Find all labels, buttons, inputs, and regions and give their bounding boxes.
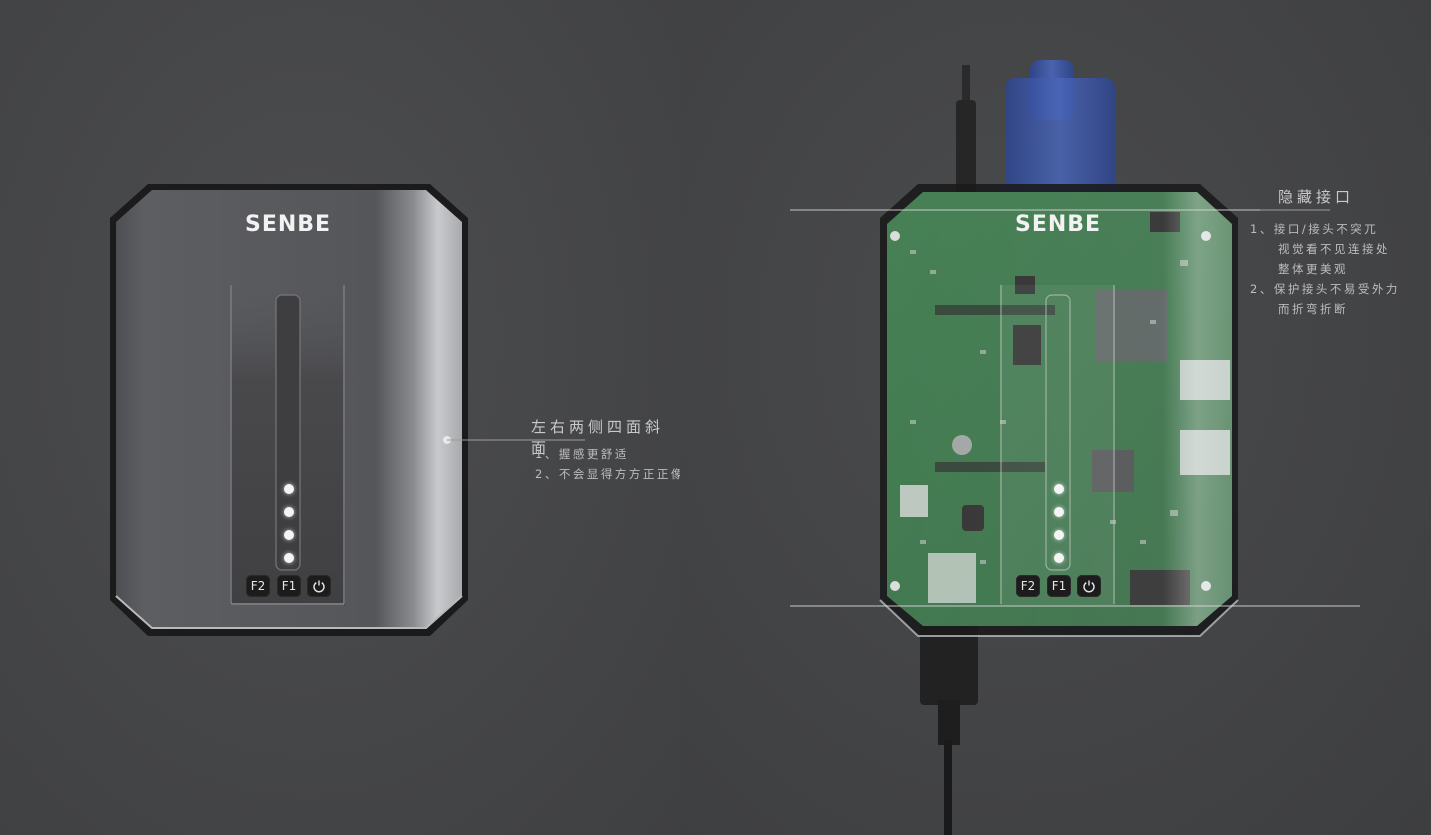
power-icon [313, 580, 325, 593]
brand-logo: SENBE [245, 212, 332, 237]
power-button[interactable] [307, 575, 331, 597]
annotation-point: 2、保护接头不易受外力 [1250, 282, 1400, 296]
device-solid [110, 184, 585, 636]
annotation-title: 左右两侧四面斜面 [531, 418, 665, 457]
f1-button[interactable]: F1 [277, 575, 301, 597]
status-led [1054, 530, 1064, 540]
f2-button[interactable]: F2 [1016, 575, 1040, 597]
f1-button[interactable]: F1 [1047, 575, 1071, 597]
status-led [284, 484, 294, 494]
annotation-title: 隐藏接口 [1278, 188, 1355, 206]
annotation-point: 而折弯折断 [1278, 302, 1348, 316]
status-led [1054, 553, 1064, 563]
device-transparent [790, 60, 1360, 835]
f2-button[interactable]: F2 [246, 575, 270, 597]
annotation-point: 整体更美观 [1278, 262, 1348, 276]
status-led [284, 553, 294, 563]
annotation-point: 1、接口/接头不突兀 [1250, 222, 1379, 236]
status-led [284, 507, 294, 517]
brand-logo: SENBE [1015, 212, 1102, 237]
power-icon [1083, 580, 1095, 593]
annotation-point: 视觉看不见连接处 [1278, 242, 1390, 256]
annotation-point: 1、握感更舒适 [535, 447, 629, 461]
status-led [1054, 484, 1064, 494]
left-panel: SENBE F2 F1 左右两侧四面斜面 1、握感更舒适 2、不会显得方方正正像… [0, 0, 766, 835]
status-led [1054, 507, 1064, 517]
right-panel: SENBE F2 F1 隐藏接口 1、接口/接头不突兀 视觉看不见连接处 整体更… [680, 0, 1431, 835]
power-button[interactable] [1077, 575, 1101, 597]
status-led [284, 530, 294, 540]
